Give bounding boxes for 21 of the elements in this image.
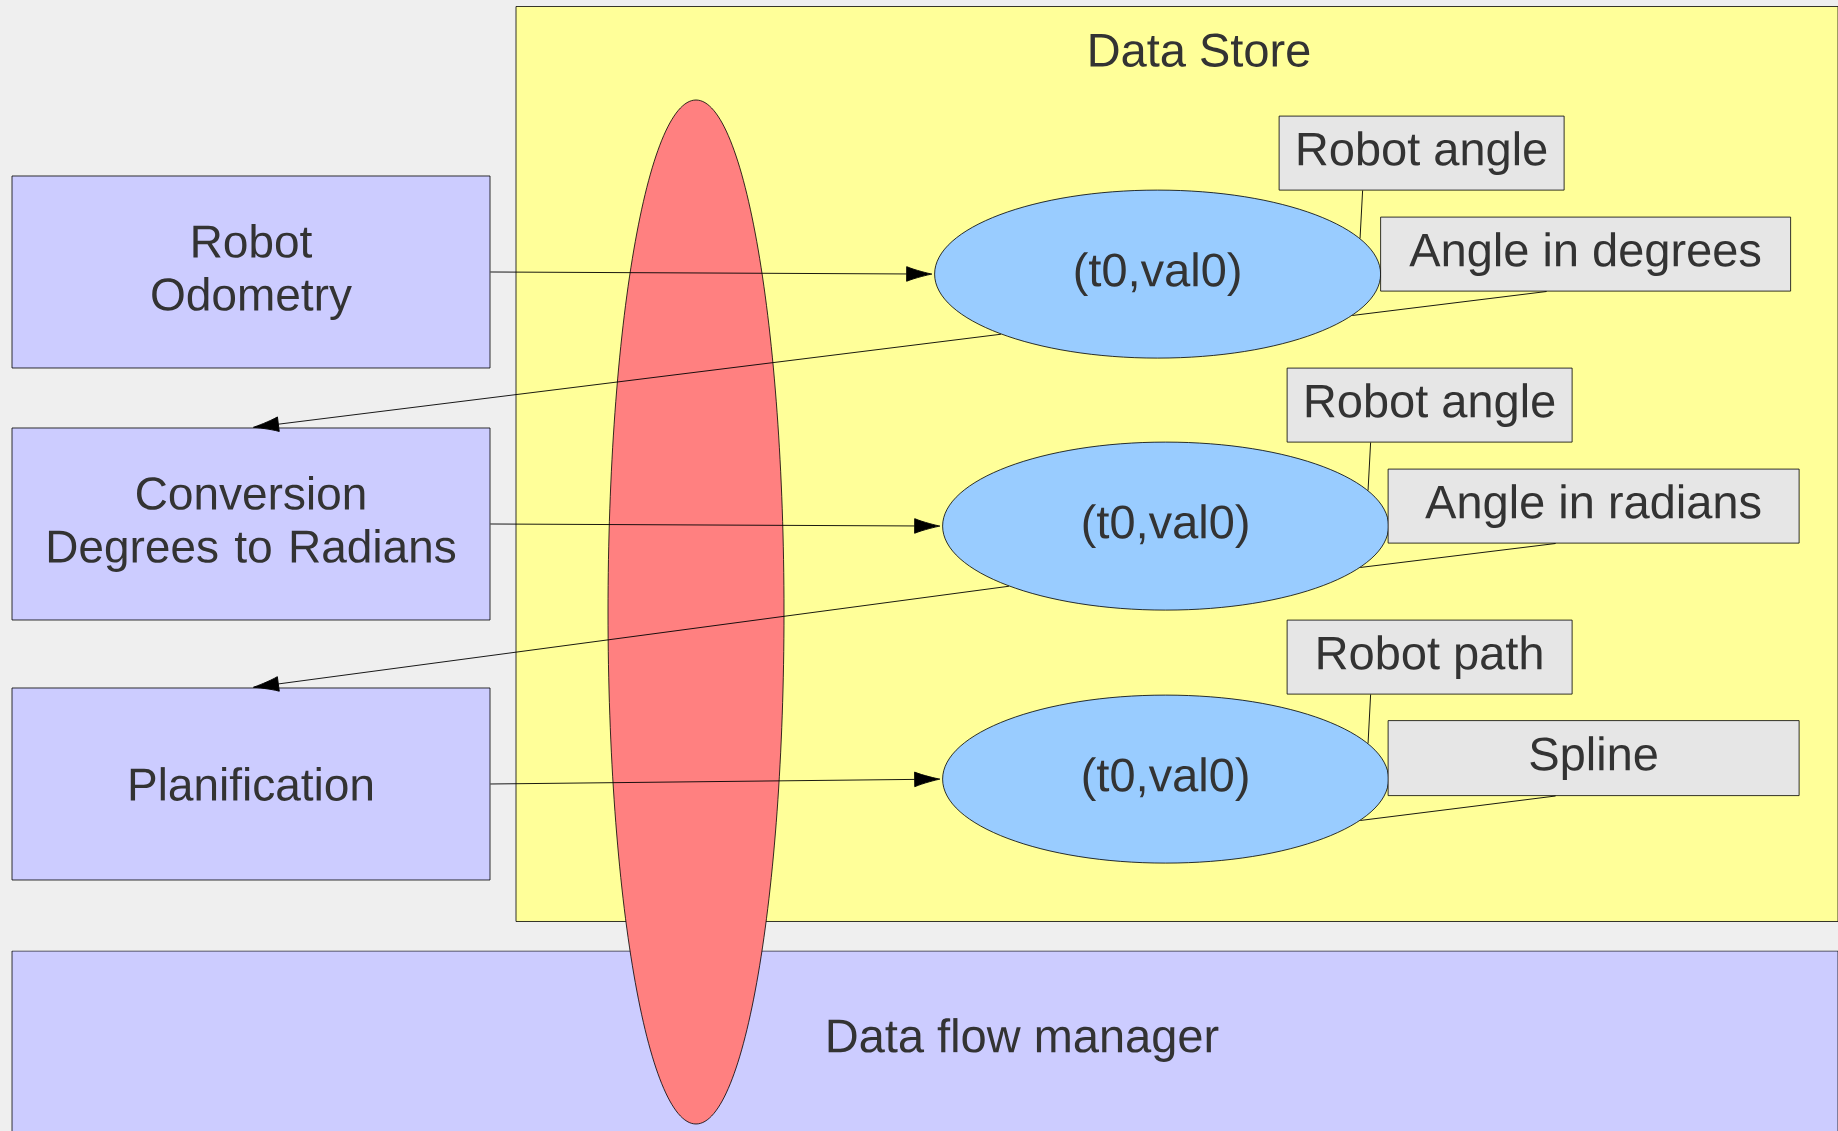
tag-box: Angle in degrees <box>1380 216 1791 292</box>
arrow <box>252 585 1010 692</box>
leader-line <box>1359 543 1557 568</box>
process-box: Planification <box>11 687 491 881</box>
tag-box: Angle in radians <box>1387 468 1800 544</box>
leader-line <box>1359 190 1364 239</box>
tag-box: Robot path <box>1286 619 1573 695</box>
process-box: Conversion Degrees to Radians <box>11 427 491 621</box>
tag-box: Robot angle <box>1278 115 1565 191</box>
tag-box: Robot angle <box>1286 367 1573 443</box>
arrow <box>252 333 1002 432</box>
tag-box: Spline <box>1387 720 1800 796</box>
leader-line <box>1351 291 1548 316</box>
leader-line <box>1367 694 1372 744</box>
arrow <box>489 266 933 282</box>
process-box: Robot Odometry <box>11 175 491 369</box>
arrow <box>489 518 941 534</box>
arrow <box>489 771 941 788</box>
leader-line <box>1367 442 1372 491</box>
manager-bar: Data flow manager <box>11 950 1838 1131</box>
leader-line <box>1359 795 1557 821</box>
